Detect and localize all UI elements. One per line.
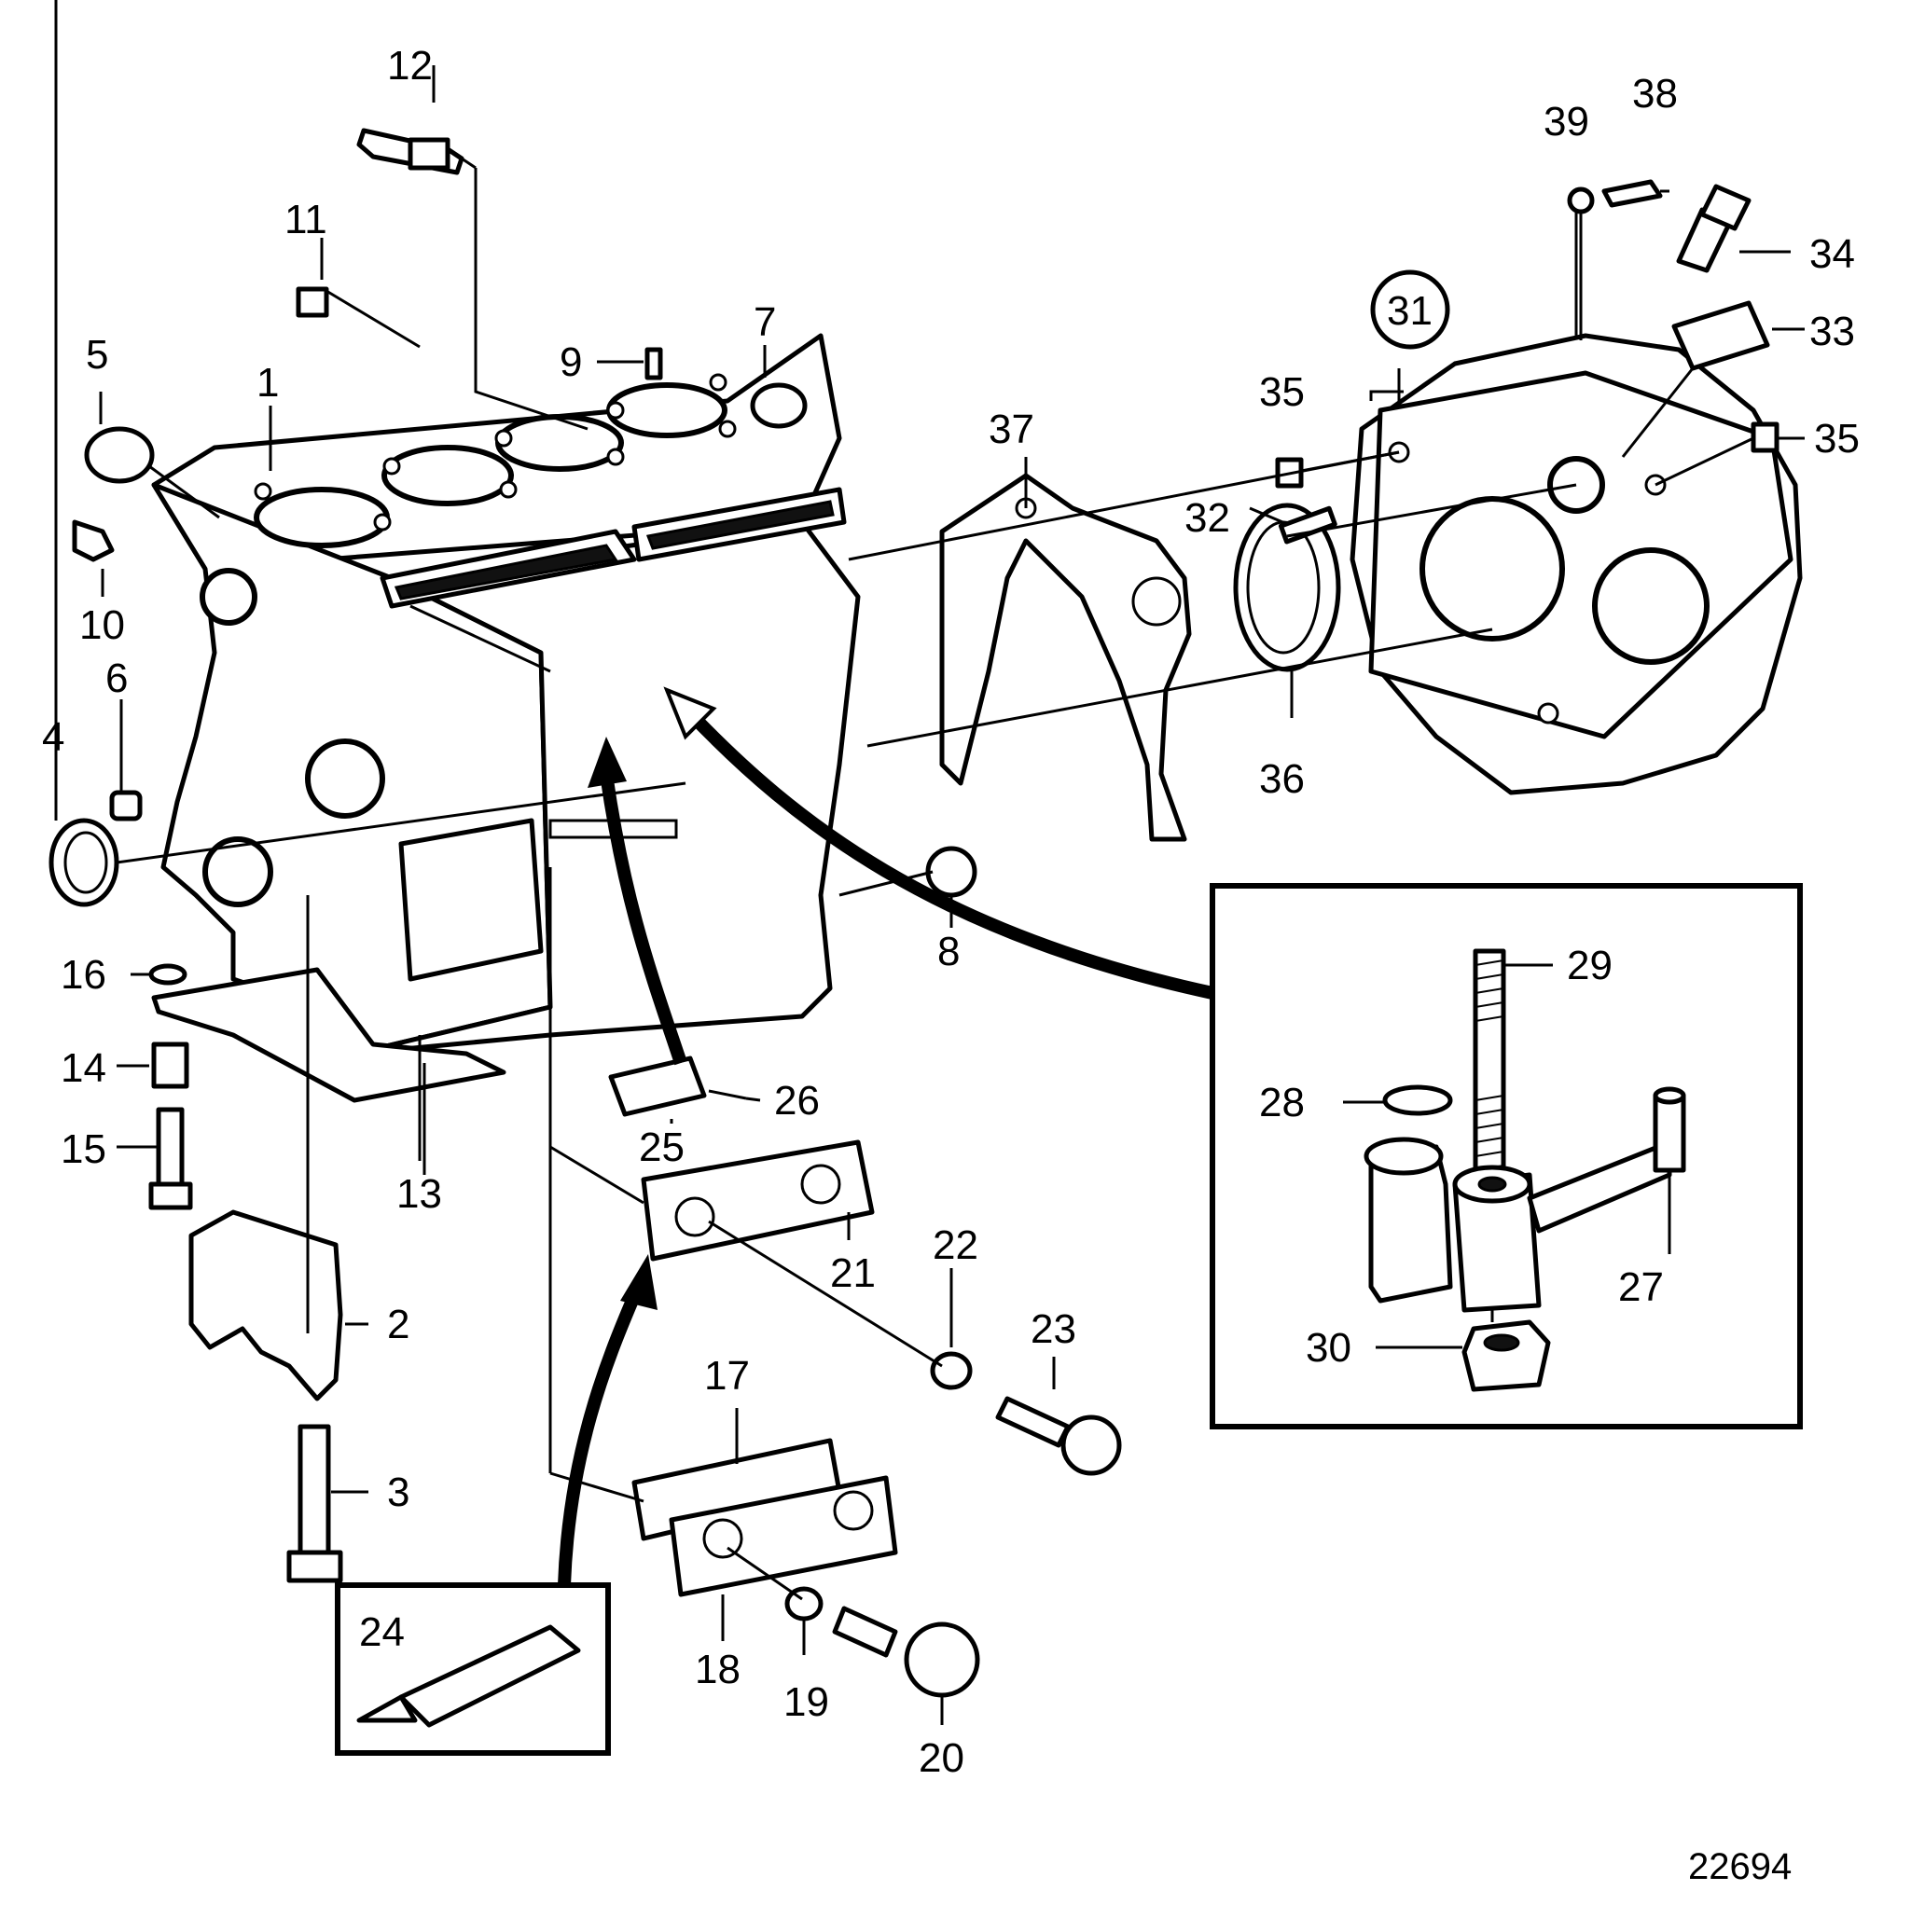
callout-35a: 35: [1259, 369, 1305, 415]
callout-15: 15: [61, 1126, 106, 1172]
callout-25: 25: [639, 1125, 685, 1170]
bolt-3: [286, 1424, 343, 1583]
callout-39: 39: [1544, 99, 1589, 145]
washer-22: [930, 1351, 973, 1390]
sleeve-14: [151, 1042, 189, 1089]
plug-11: [296, 286, 329, 318]
o-ring-5: [84, 426, 155, 484]
cover-gasket: [939, 473, 1192, 842]
dowel-pin-9: [644, 347, 663, 380]
screw-38: [1601, 179, 1663, 208]
bolt-20: [832, 1606, 980, 1698]
washer-16: [148, 963, 187, 986]
callout-24: 24: [359, 1609, 405, 1655]
bolt-23: [995, 1396, 1122, 1476]
callout-36: 36: [1259, 756, 1305, 802]
main-bearing-cap-2: [188, 1209, 343, 1401]
cup-plug-7: [750, 382, 808, 429]
seal-4: [48, 818, 119, 907]
callout-6: 6: [105, 656, 128, 701]
filter-25: [608, 1056, 707, 1117]
callout-18: 18: [695, 1647, 741, 1692]
callout-9: 9: [560, 339, 582, 385]
callout-labels: 1 2 3 4 5 6 7 8 9 10 11 12 13 14 15 16 1…: [42, 43, 1860, 1781]
callout-34: 34: [1809, 231, 1855, 277]
callout-11: 11: [284, 197, 327, 242]
bolt-34: [1676, 184, 1752, 273]
callout-13: 13: [396, 1171, 442, 1217]
callout-26: 26: [774, 1078, 820, 1124]
callout-14: 14: [61, 1045, 106, 1091]
engine-block: [151, 333, 861, 1056]
callout-17: 17: [704, 1353, 750, 1399]
sealant-tube: [398, 1624, 581, 1728]
cover-33: [1671, 300, 1770, 371]
bolt-holes: [254, 373, 802, 531]
callout-31-circle: [1370, 269, 1450, 350]
callout-12: 12: [387, 43, 433, 89]
bushing-8: [925, 846, 977, 898]
callout-20: 20: [919, 1735, 964, 1781]
callout-5: 5: [86, 332, 108, 378]
nipple-10: [72, 519, 115, 562]
gasket-13: [151, 967, 506, 1103]
oil-pump-pickup-detail: [1364, 948, 1686, 1392]
document-number: 22694: [1688, 1846, 1792, 1887]
callout-35b: 35: [1814, 416, 1860, 462]
flywheel-housing: [1350, 333, 1803, 795]
temperature-sensor: [356, 128, 464, 175]
arrows: [558, 686, 1214, 1586]
sleeve-35b: [1751, 421, 1779, 453]
callout-29: 29: [1567, 943, 1613, 988]
callout-1: 1: [256, 360, 279, 406]
callout-23: 23: [1031, 1306, 1076, 1352]
oil-seal: [1233, 503, 1341, 672]
callout-22: 22: [933, 1222, 978, 1268]
callout-21: 21: [830, 1250, 876, 1296]
callout-38: 38: [1632, 71, 1678, 117]
callout-16: 16: [61, 952, 106, 998]
callout-31: 31: [1387, 288, 1433, 334]
callout-19: 19: [783, 1679, 829, 1725]
callout-8: 8: [937, 929, 960, 974]
callout-2: 2: [387, 1302, 409, 1347]
callout-27: 27: [1618, 1264, 1664, 1310]
callout-30: 30: [1306, 1325, 1351, 1371]
washer-39: [1567, 186, 1595, 214]
callout-4: 4: [42, 714, 64, 760]
callout-3: 3: [387, 1470, 409, 1515]
screw-15: [148, 1107, 193, 1210]
callout-33: 33: [1809, 309, 1855, 354]
plug-6: [109, 790, 143, 821]
callout-37: 37: [989, 407, 1034, 452]
callout-28: 28: [1259, 1080, 1305, 1125]
pin-26: [708, 1089, 747, 1100]
callout-10: 10: [79, 602, 125, 648]
callout-32: 32: [1184, 495, 1230, 541]
callout-7: 7: [754, 299, 776, 345]
